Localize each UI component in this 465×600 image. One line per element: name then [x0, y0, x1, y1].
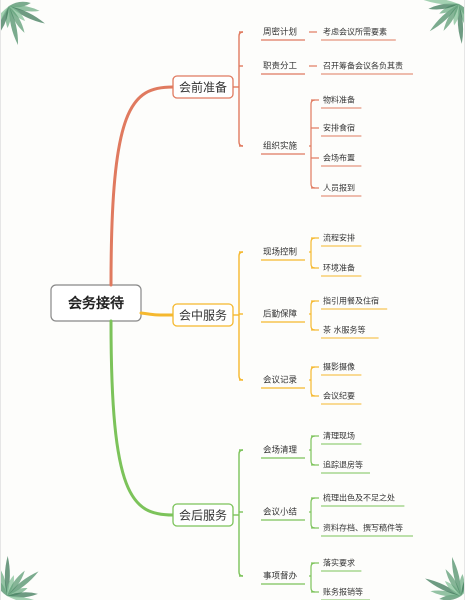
leaf-node-label: 清理现场: [323, 431, 355, 441]
leaf-node-label: 落实要求: [323, 558, 355, 568]
leaf-node-label: 物料准备: [323, 95, 355, 105]
connector-bracket: [310, 237, 316, 269]
branch-connector: [109, 319, 175, 517]
leaf-top-right-icon: [423, 0, 464, 44]
leaf-node-label: 指引用餐及住宿: [323, 296, 379, 306]
sub-node-label: 后勤保障: [263, 309, 298, 320]
leaf-node-label: 茶 水服务等: [323, 325, 366, 335]
sub-node-label: 组织实施: [263, 141, 298, 152]
leaf-node-label: 账务报销等: [323, 587, 363, 597]
sub-node-label: 职责分工: [263, 61, 298, 72]
sub-node-label: 会议记录: [263, 375, 298, 386]
leaf-node-label: 安排食宿: [323, 123, 355, 133]
sub-node-label: 会议小结: [263, 507, 297, 518]
connector-bracket: [310, 300, 316, 331]
sub-node-label: 周密计划: [263, 27, 297, 38]
leaf-node-label: 资料存档、撰写稿件等: [323, 523, 403, 533]
leaf-top-left-icon: [1, 1, 45, 45]
branch-label: 会中服务: [179, 308, 227, 323]
root-node: [50, 284, 142, 322]
sub-node-label: 事项督办: [263, 571, 298, 582]
sub-node-label: 现场控制: [263, 247, 297, 258]
connector-bracket: [310, 562, 316, 593]
leaf-node-label: 人员报到: [323, 183, 355, 193]
branch-label: 会后服务: [179, 508, 227, 523]
connector-bracket: [310, 497, 316, 529]
leaf-node-label: 会议纪要: [323, 391, 355, 401]
leaf-bottom-right-icon: [425, 557, 464, 600]
leaf-node-label: 考虑会议所需要素: [323, 27, 387, 37]
sub-node-label: 会场清理: [263, 445, 298, 456]
leaf-node-label: 追踪退房等: [323, 460, 363, 470]
connector-bracket: [238, 449, 244, 577]
connector-bracket: [238, 31, 244, 147]
connector-bracket: [310, 99, 316, 189]
connector-bracket: [238, 251, 244, 381]
branch-connector: [139, 311, 175, 317]
leaf-node-label: 摄影摄像: [323, 362, 355, 372]
leaf-node-label: 环境准备: [323, 263, 355, 273]
leaf-node-label: 流程安排: [323, 233, 355, 243]
leaf-node-label: 会场布置: [323, 153, 355, 163]
connector-bracket: [310, 435, 316, 466]
branch-label: 会前准备: [179, 80, 227, 95]
root-label: 会务接待: [68, 295, 124, 312]
leaf-node-label: 梳理出色及不足之处: [323, 493, 395, 503]
branch-connector: [109, 85, 175, 287]
connector-bracket: [310, 366, 316, 397]
leaf-bottom-left-icon: [1, 556, 39, 600]
leaf-node-label: 召开筹备会议各负其责: [323, 61, 403, 71]
